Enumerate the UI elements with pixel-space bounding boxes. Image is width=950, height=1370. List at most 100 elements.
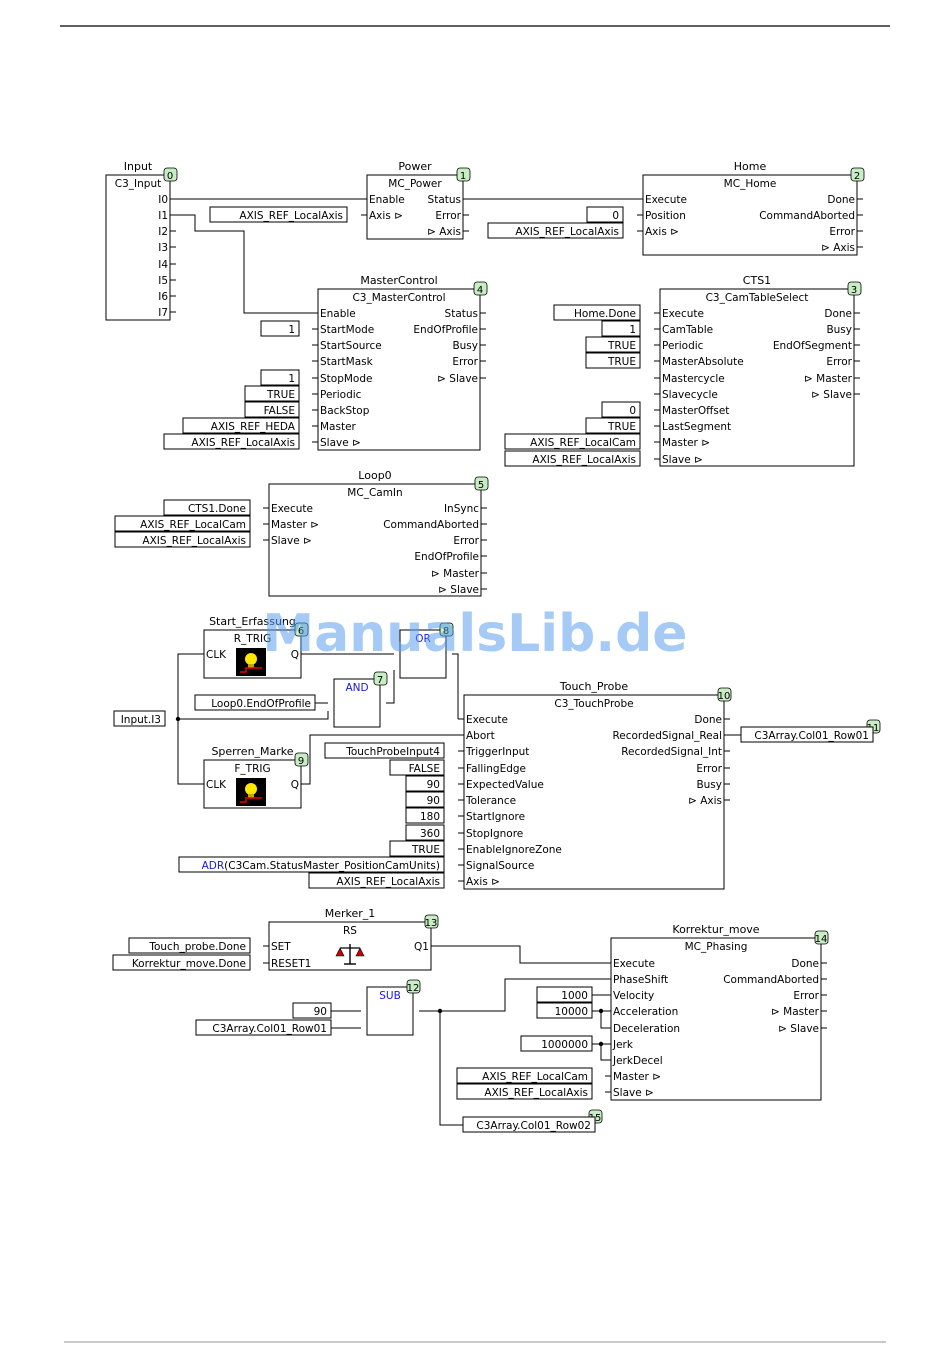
constant-box (585, 352, 641, 369)
constant-c_mc_master: AXIS_REF_HEDA (182, 417, 300, 434)
constant-box (112, 954, 251, 971)
constant-value: TRUE (607, 340, 636, 352)
block-loop0-number-badge (474, 476, 489, 491)
wire (307, 734, 458, 785)
constant-box (405, 775, 445, 792)
block-touch-input-label: SignalSource (466, 860, 534, 872)
block-cts1-input-label: CamTable (662, 324, 713, 336)
block-merker-instance-name: Merker_1 (325, 907, 376, 920)
operator-sub[interactable]: SUB (366, 986, 414, 1036)
lamp-base (248, 664, 254, 668)
block-korrektur-number: 14 (815, 934, 828, 945)
block-touch-output-label: Done (694, 714, 722, 726)
constant-c_loop_master: AXIS_REF_LocalCam (114, 515, 251, 532)
constant-box (601, 320, 641, 337)
constant-value: 90 (314, 1006, 327, 1018)
constant-box (536, 1002, 593, 1019)
block-home-output-label: CommandAborted (759, 210, 855, 222)
constant-box (601, 401, 641, 418)
block-home-instance-name: Home (734, 160, 767, 173)
block-power-number-badge (456, 167, 471, 182)
block-korrektur[interactable]: Korrektur_moveMC_PhasingExecutePhaseShif… (605, 923, 827, 1101)
block-mastercontrol-output-label: ⊳ Slave (437, 373, 478, 385)
block-loop0-output-label: CommandAborted (383, 519, 479, 531)
constant-c_cts_lastseg: TRUE (585, 417, 641, 434)
block-home-box (642, 174, 858, 256)
block-input-output-label: I0 (158, 194, 168, 206)
constant-value: TRUE (607, 356, 636, 368)
block-home-input-label: Execute (645, 194, 687, 206)
constant-c_input_i3: Input.I3 (113, 710, 166, 727)
block-start-type: R_TRIG (234, 633, 272, 645)
block-mastercontrol-input-label: Slave ⊳ (320, 437, 361, 449)
constant-box (182, 417, 300, 434)
block-home-output-label: Done (827, 194, 855, 206)
constant-box (244, 385, 300, 402)
block-korrektur-input-label: JerkDecel (612, 1055, 663, 1067)
constant-value: 90 (427, 779, 440, 791)
block-input-output-label: I1 (158, 210, 168, 222)
block-korrektur-input-label: Jerk (612, 1039, 634, 1051)
block-mastercontrol-output-label: Status (445, 308, 478, 320)
constant-c_cts_exec: Home.Done (553, 304, 641, 321)
constant-c_cts_offset: 0 (601, 401, 641, 418)
constant-c_mc_stopmode: 1 (260, 369, 300, 386)
block-mastercontrol-output-label: Busy (452, 340, 478, 352)
constant-value: Input.I3 (121, 714, 161, 726)
block-korrektur-output-label: ⊳ Master (771, 1006, 820, 1018)
block-mastercontrol-output-label: EndOfProfile (413, 324, 478, 336)
constant-value: CTS1.Done (188, 503, 246, 515)
constant-c_loop_slave: AXIS_REF_LocalAxis (114, 531, 251, 548)
constant-box (456, 1083, 593, 1100)
block-mastercontrol[interactable]: MasterControlC3_MasterControlEnableStart… (312, 274, 486, 451)
constant-box (194, 694, 316, 711)
block-start-number-badge (294, 622, 309, 637)
constant-value: AXIS_REF_LocalAxis (239, 210, 343, 222)
constant-box (504, 433, 641, 450)
block-home-input-label: Axis ⊳ (645, 226, 679, 238)
block-merker-input-label: RESET1 (271, 958, 311, 970)
block-power-input-label: Axis ⊳ (369, 210, 403, 222)
constant-c_loop_exec: CTS1.Done (163, 499, 251, 516)
block-touch-type: C3_TouchProbe (554, 698, 633, 710)
wire (178, 711, 329, 720)
block-merker-input-label: SET (271, 941, 291, 953)
block-mastercontrol-number-badge (473, 281, 488, 296)
constant-box (389, 840, 445, 857)
wire (437, 945, 605, 964)
constant-value: 1 (629, 324, 636, 336)
block-touch-output-label: RecordedSignal_Real (612, 730, 722, 742)
block-touch[interactable]: Touch_ProbeC3_TouchProbeExecuteAbortTrig… (458, 680, 730, 890)
constant-c_ph_acc: 10000 (536, 1002, 593, 1019)
operator-and[interactable]: AND (333, 678, 381, 728)
operator-and-number-badge (373, 671, 388, 686)
block-sperren-instance-name: Sperren_Marke (211, 745, 293, 758)
block-loop0-output-label: InSync (444, 503, 479, 515)
block-cts1[interactable]: CTS1C3_CamTableSelectExecuteCamTablePeri… (654, 274, 860, 467)
block-mastercontrol-type: C3_MasterControl (352, 292, 445, 304)
constant-box (405, 824, 445, 841)
operator-or[interactable]: OR (399, 629, 447, 679)
block-cts1-type: C3_CamTableSelect (706, 292, 809, 304)
constant-box (389, 759, 445, 776)
constant-box (324, 742, 445, 759)
constant-c_tp_startign: 180 (405, 807, 445, 824)
constant-value: AXIS_REF_LocalAxis (532, 454, 636, 466)
block-loop0-output-label: Error (453, 535, 479, 547)
constant-value: 10000 (555, 1006, 588, 1018)
constant-c_ph_jerk: 1000000 (520, 1035, 593, 1052)
block-mastercontrol-input-label: BackStop (320, 405, 370, 417)
operator-or-box (399, 629, 447, 679)
wire (176, 214, 312, 314)
block-touch-input-label: Axis ⊳ (466, 876, 500, 888)
block-touch-input-label: TriggerInput (465, 746, 529, 758)
constant-box (260, 369, 300, 386)
